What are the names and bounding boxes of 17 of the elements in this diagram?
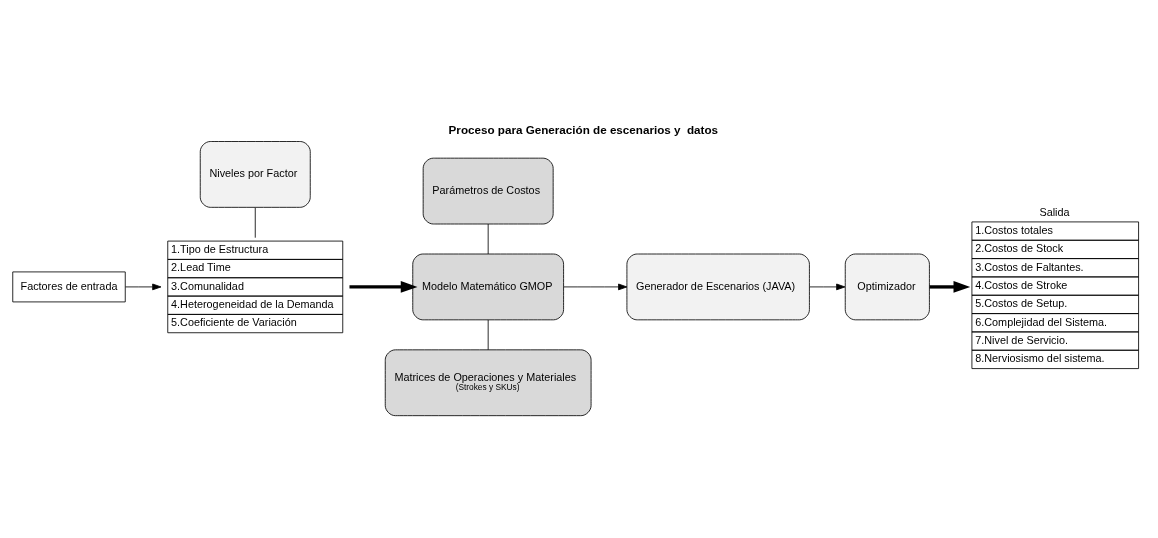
arrow (809, 283, 846, 291)
node-box: Factores de entrada (12, 271, 126, 303)
node-box: Niveles por Factor (199, 141, 311, 208)
node-box: Parámetros de Costos (422, 157, 554, 225)
arrow (125, 283, 162, 291)
node-box: Generador de Escenarios (JAVA) (626, 253, 810, 321)
diagram-title: Proceso para Generación de escenarios y datos (448, 123, 719, 137)
arrow (929, 281, 971, 293)
node-box: Modelo Matemático GMOP (412, 253, 564, 321)
arrow (563, 283, 628, 291)
node-box: Matrices de Operaciones y Materiales (Strokes y SKUs) (384, 349, 592, 417)
connector (487, 223, 489, 255)
node-box: Optimizador (844, 253, 930, 321)
node-label: Salida (1039, 206, 1070, 219)
connector (254, 207, 256, 239)
connector (487, 319, 489, 351)
arrow (349, 281, 418, 293)
